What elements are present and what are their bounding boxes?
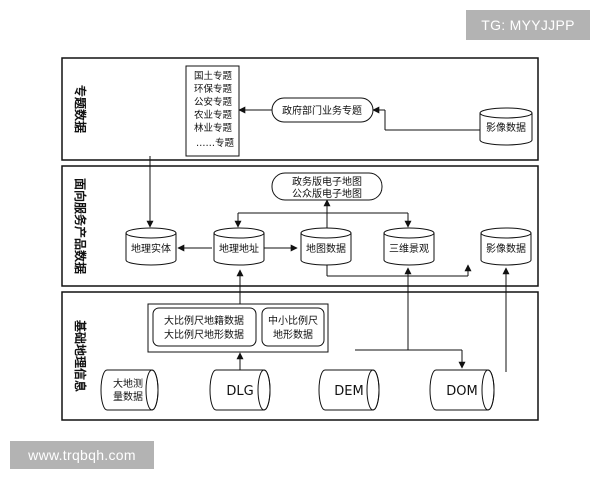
map-data-label: 地图数据 [306, 242, 346, 255]
panel-label-topic: 专题数据 [73, 85, 88, 133]
dlg-label: DLG [226, 384, 253, 399]
panel-label-basic: 基础地理信息 [73, 319, 88, 392]
3d-scene-cylinder: 三维景观 [383, 227, 435, 266]
map-data-cylinder: 地图数据 [300, 227, 352, 266]
topic-item: 林业专题 [194, 122, 233, 134]
geodetic-line1: 大地测 [113, 377, 143, 390]
geodetic-line2: 量数据 [113, 390, 143, 403]
large-scale-cadastral-label: 大比例尺地籍数据 [164, 314, 244, 327]
gov-topic-node: 政府部门业务专题 [271, 97, 374, 123]
connectors [146, 106, 510, 372]
image-data-top-cylinder: 影像数据 [479, 107, 533, 146]
topic-item: 公安专题 [194, 96, 233, 108]
dom-label: DOM [446, 384, 477, 399]
dlg-cylinder: DLG [209, 369, 271, 411]
address-label: 地理地址 [219, 242, 259, 255]
panel-topic-data: 专题数据 [61, 57, 539, 161]
topics-list-box: 国土专题 环保专题 公安专题 农业专题 林业专题 ……专题 [185, 65, 240, 157]
dom-cylinder: DOM [429, 369, 495, 411]
watermark-bottom: www.trqbqh.com [10, 441, 154, 469]
watermark-top: TG: MYYJJPP [466, 10, 590, 40]
small-scale-line2: 地形数据 [273, 328, 313, 341]
large-scale-node: 大比例尺地籍数据 大比例尺地形数据 [152, 307, 257, 347]
gov-topic-label: 政府部门业务专题 [282, 104, 362, 117]
topic-item: 国土专题 [194, 70, 233, 82]
topic-item: 环保专题 [194, 83, 233, 95]
panel-basic-geo-info: 基础地理信息 [61, 291, 539, 421]
entity-label: 地理实体 [131, 242, 171, 255]
e-map-node: 政务版电子地图 公众版电子地图 [271, 172, 383, 201]
e-map-gov-label: 政务版电子地图 [292, 175, 362, 188]
dem-cylinder: DEM [318, 369, 380, 411]
e-map-public-label: 公众版电子地图 [292, 187, 362, 200]
large-scale-topo-label: 大比例尺地形数据 [164, 328, 244, 341]
small-scale-node: 中小比例尺 地形数据 [261, 307, 325, 347]
geodetic-data-cylinder: 大地测 量数据 [100, 369, 159, 411]
small-scale-line1: 中小比例尺 [268, 314, 318, 327]
entity-cylinder: 地理实体 [125, 227, 177, 266]
image-data-top-label: 影像数据 [486, 121, 526, 134]
topic-item: ……专题 [196, 137, 235, 149]
image-data-middle-label: 影像数据 [486, 242, 526, 255]
panel-label-service: 面向服务产品数据 [73, 178, 88, 274]
address-cylinder: 地理地址 [213, 227, 265, 266]
panel-service-products: 面向服务产品数据 [61, 165, 539, 287]
image-data-middle-cylinder: 影像数据 [480, 227, 532, 266]
dem-label: DEM [334, 384, 363, 399]
topic-item: 农业专题 [194, 109, 233, 121]
3d-scene-label: 三维景观 [389, 242, 429, 255]
